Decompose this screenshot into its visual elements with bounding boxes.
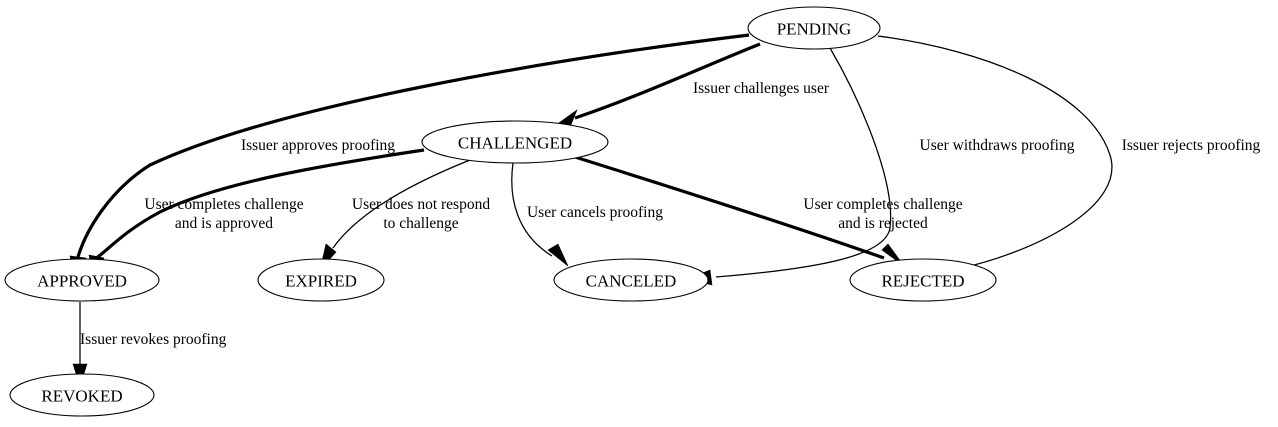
node-label: EXPIRED [285, 272, 357, 291]
node-shape [747, 6, 881, 50]
edge-label-pending-to-challenged: Issuer challenges user [693, 80, 830, 97]
edge-label-line-1: User completes challenge [803, 196, 962, 213]
edge-label-line-1: User completes challenge [144, 196, 303, 213]
edge-label-line-2: to challenge [383, 215, 458, 232]
edge-challenged-to-canceled[interactable] [511, 162, 569, 267]
edge-path [511, 162, 553, 257]
node-shape [553, 258, 709, 302]
node-expired[interactable]: EXPIRED [257, 258, 385, 302]
edge-path [877, 35, 1113, 269]
node-pending[interactable]: PENDING [747, 6, 881, 50]
node-label: PENDING [777, 20, 852, 39]
node-canceled[interactable]: CANCELED [553, 258, 709, 302]
node-rejected[interactable]: REJECTED [849, 258, 997, 302]
edge-pending-to-approved[interactable] [69, 33, 750, 283]
arrowhead-icon [547, 243, 569, 267]
node-label: APPROVED [37, 272, 127, 291]
node-shape [4, 258, 160, 302]
node-revoked[interactable]: REVOKED [9, 373, 155, 417]
node-shape [257, 258, 385, 302]
edge-label-line-1: User does not respond [352, 196, 490, 213]
edge-label-challenged-to-approved: User completes challenge and is approved [144, 196, 303, 232]
edge-label-approved-to-revoked: Issuer revokes proofing [80, 331, 227, 348]
node-shape [9, 373, 155, 417]
node-approved[interactable]: APPROVED [4, 258, 160, 302]
edge-label-challenged-to-canceled: User cancels proofing [527, 204, 663, 221]
node-label: REJECTED [881, 272, 964, 291]
node-label: CHALLENGED [458, 134, 572, 153]
edge-label-pending-to-rejected: Issuer rejects proofing [1122, 137, 1261, 154]
edge-label-challenged-to-expired: User does not respond to challenge [352, 196, 490, 232]
edge-label-line-2: and is approved [175, 215, 273, 232]
edge-pending-to-rejected[interactable] [877, 35, 1113, 277]
edge-path [574, 42, 761, 120]
edge-path [715, 47, 892, 278]
node-shape [421, 120, 609, 164]
edge-path [76, 33, 750, 258]
node-shape [849, 258, 997, 302]
edge-label-pending-to-approved: Issuer approves proofing [241, 137, 395, 154]
edge-path [574, 155, 885, 260]
edge-pending-to-challenged[interactable] [555, 42, 761, 128]
edge-label-line-2: and is rejected [838, 215, 928, 232]
edge-label-pending-to-canceled: User withdraws proofing [920, 137, 1075, 154]
edge-label-challenged-to-rejected: User completes challenge and is rejected [803, 196, 962, 232]
edge-path [95, 148, 425, 260]
node-label: REVOKED [41, 387, 122, 406]
node-label: CANCELED [586, 272, 677, 291]
node-challenged[interactable]: CHALLENGED [421, 120, 609, 164]
edge-path [332, 159, 471, 249]
